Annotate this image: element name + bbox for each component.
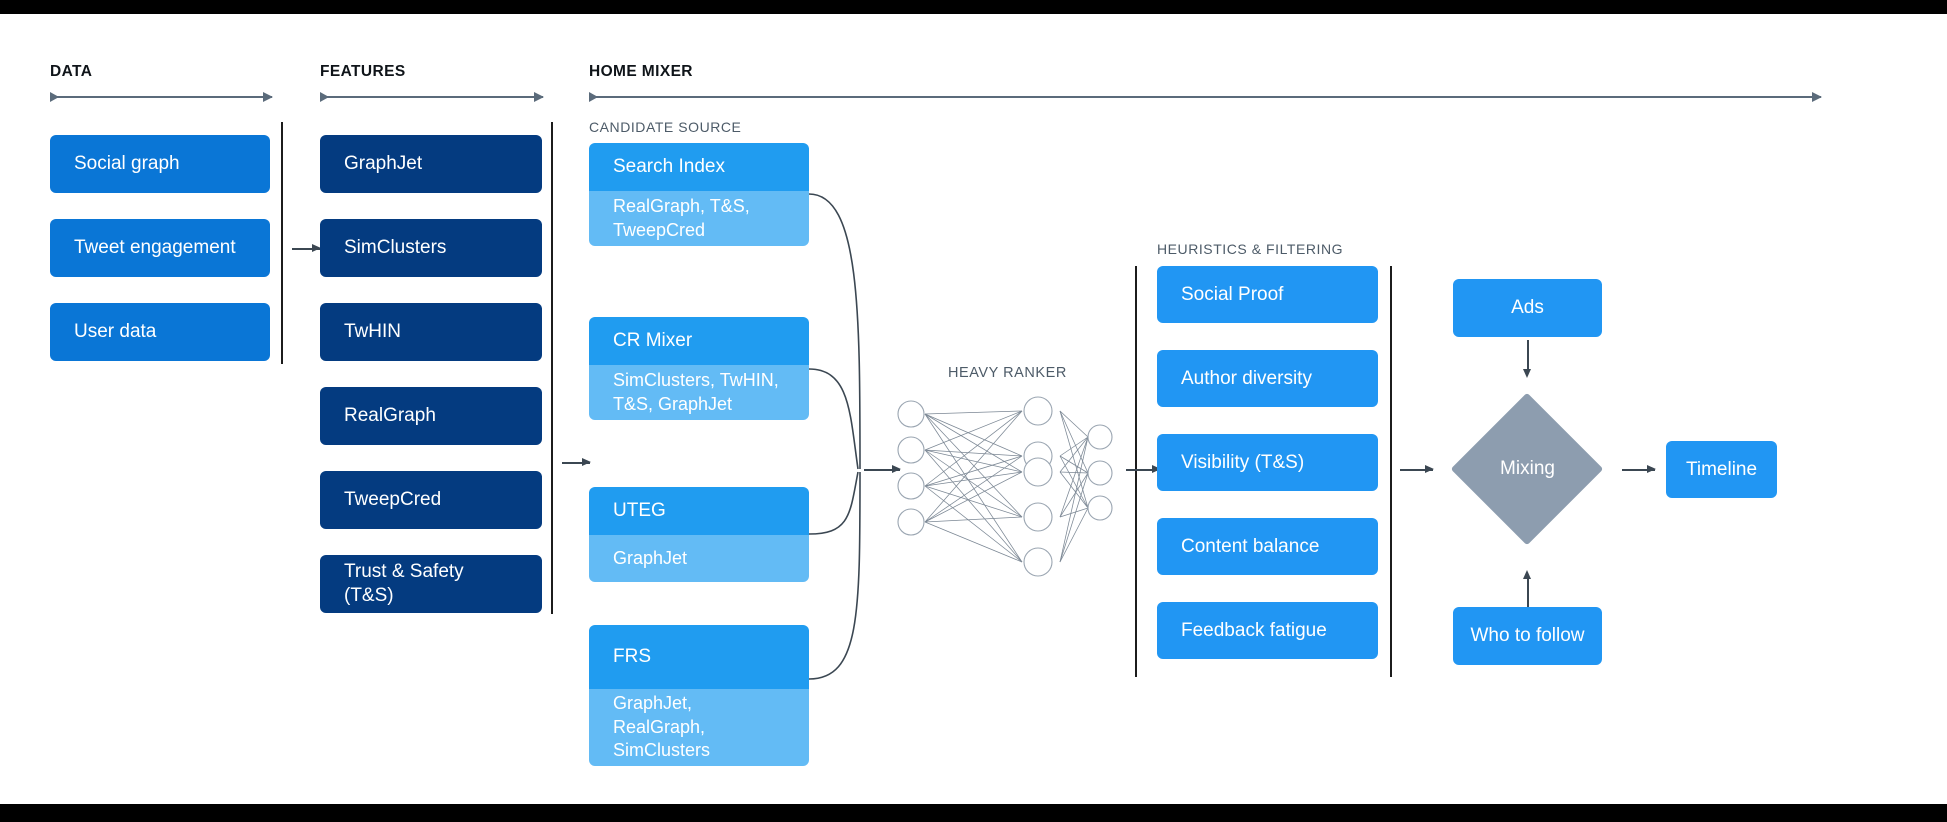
feature-box-label: GraphJet xyxy=(344,153,423,175)
data-box-user-data[interactable]: User data xyxy=(50,303,270,361)
sublabel-heavy-ranker: HEAVY RANKER xyxy=(948,365,1067,381)
bracket-uteg xyxy=(808,471,859,535)
feature-box-label: RealGraph xyxy=(344,405,436,427)
nn-edges-hidden-output xyxy=(1059,410,1089,563)
candidate-source-features: SimClusters, TwHIN, T&S, GraphJet xyxy=(589,365,809,420)
feature-box-simclusters[interactable]: SimClusters xyxy=(320,219,542,277)
heuristic-box-label: Visibility (T&S) xyxy=(1181,451,1305,473)
feature-box-label: SimClusters xyxy=(344,237,447,259)
candidate-source-search-index[interactable]: Search Index RealGraph, T&S, TweepCred xyxy=(589,143,809,246)
arrow-mixing-to-timeline xyxy=(1622,465,1656,473)
feature-box-realgraph[interactable]: RealGraph xyxy=(320,387,542,445)
heuristic-box-visibility[interactable]: Visibility (T&S) xyxy=(1157,434,1378,491)
nn-input-nodes xyxy=(897,400,925,536)
heuristic-box-social-proof[interactable]: Social Proof xyxy=(1157,266,1378,323)
who-to-follow-box[interactable]: Who to follow xyxy=(1453,607,1602,665)
candidate-source-cr-mixer[interactable]: CR Mixer SimClusters, TwHIN, T&S, GraphJ… xyxy=(589,317,809,420)
candidate-source-features: GraphJet xyxy=(589,535,809,582)
feature-box-label: TwHIN xyxy=(344,321,401,343)
arrow-heuristics-to-mixing xyxy=(1400,465,1434,473)
arrow-ranker-to-heuristics xyxy=(1126,465,1161,473)
candidate-source-frs[interactable]: FRS GraphJet, RealGraph, SimClusters xyxy=(589,625,809,766)
candidate-source-name: FRS xyxy=(589,625,809,689)
nn-hidden-nodes xyxy=(1023,396,1053,577)
ads-box-label: Ads xyxy=(1511,297,1544,319)
feature-box-label: TweepCred xyxy=(344,489,442,511)
heuristic-box-author-diversity[interactable]: Author diversity xyxy=(1157,350,1378,407)
feature-box-tweepcred[interactable]: TweepCred xyxy=(320,471,542,529)
feature-box-twhin[interactable]: TwHIN xyxy=(320,303,542,361)
arrow-features-to-candidates xyxy=(562,458,591,466)
data-box-label: Social graph xyxy=(74,153,180,175)
divider-data-features xyxy=(281,122,283,364)
arrow-who-to-follow-to-mixing xyxy=(1523,570,1531,607)
feature-box-label: Trust & Safety (T&S) xyxy=(344,561,464,606)
heuristic-box-feedback-fatigue[interactable]: Feedback fatigue xyxy=(1157,602,1378,659)
feature-box-trust-safety[interactable]: Trust & Safety (T&S) xyxy=(320,555,542,613)
timeline-label: Timeline xyxy=(1685,458,1758,480)
data-box-label: Tweet engagement xyxy=(74,237,236,259)
connector-overlay xyxy=(808,193,1113,680)
heuristic-box-content-balance[interactable]: Content balance xyxy=(1157,518,1378,575)
arrow-candidates-to-ranker xyxy=(864,465,901,473)
heuristic-box-label: Author diversity xyxy=(1181,367,1312,389)
axis-arrow-home-mixer xyxy=(589,91,1822,102)
arrow-ads-to-mixing xyxy=(1523,340,1531,378)
data-box-social-graph[interactable]: Social graph xyxy=(50,135,270,193)
divider-features-candidates xyxy=(551,122,553,614)
column-title-features: FEATURES xyxy=(320,63,406,80)
timeline-box[interactable]: Timeline xyxy=(1666,441,1777,498)
ads-box[interactable]: Ads xyxy=(1453,279,1602,337)
candidate-source-features: RealGraph, T&S, TweepCred xyxy=(589,191,809,246)
candidate-source-name: UTEG xyxy=(589,487,809,535)
candidate-source-uteg[interactable]: UTEG GraphJet xyxy=(589,487,809,582)
bracket-cr-mixer xyxy=(808,368,859,470)
nn-edges-input-hidden xyxy=(924,410,1023,563)
heuristic-box-label: Social Proof xyxy=(1181,283,1284,305)
bracket-search-index xyxy=(808,193,861,470)
heuristic-box-label: Feedback fatigue xyxy=(1181,619,1327,641)
axis-arrow-data xyxy=(50,91,273,102)
nn-output-nodes xyxy=(1087,424,1113,521)
diagram-canvas: DATA FEATURES HOME MIXER Social graph Tw… xyxy=(0,14,1947,804)
divider-ranker-heuristics xyxy=(1135,266,1137,677)
feature-box-graphjet[interactable]: GraphJet xyxy=(320,135,542,193)
sublabel-candidate-source: CANDIDATE SOURCE xyxy=(589,119,742,135)
candidate-source-name: Search Index xyxy=(589,143,809,191)
heuristic-box-label: Content balance xyxy=(1181,535,1320,557)
divider-heuristics-mixing xyxy=(1390,266,1392,677)
axis-arrow-features xyxy=(320,91,544,102)
mixing-label: Mixing xyxy=(1500,458,1555,479)
column-title-home-mixer: HOME MIXER xyxy=(589,63,693,80)
sublabel-heuristics-filtering: HEURISTICS & FILTERING xyxy=(1157,241,1344,257)
arrow-data-to-features xyxy=(292,244,321,252)
candidate-source-name: CR Mixer xyxy=(589,317,809,365)
data-box-tweet-engagement[interactable]: Tweet engagement xyxy=(50,219,270,277)
candidate-source-features: GraphJet, RealGraph, SimClusters xyxy=(589,689,809,766)
data-box-label: User data xyxy=(74,321,157,343)
column-title-data: DATA xyxy=(50,63,93,80)
bracket-frs xyxy=(808,471,861,680)
who-to-follow-label: Who to follow xyxy=(1470,625,1585,647)
